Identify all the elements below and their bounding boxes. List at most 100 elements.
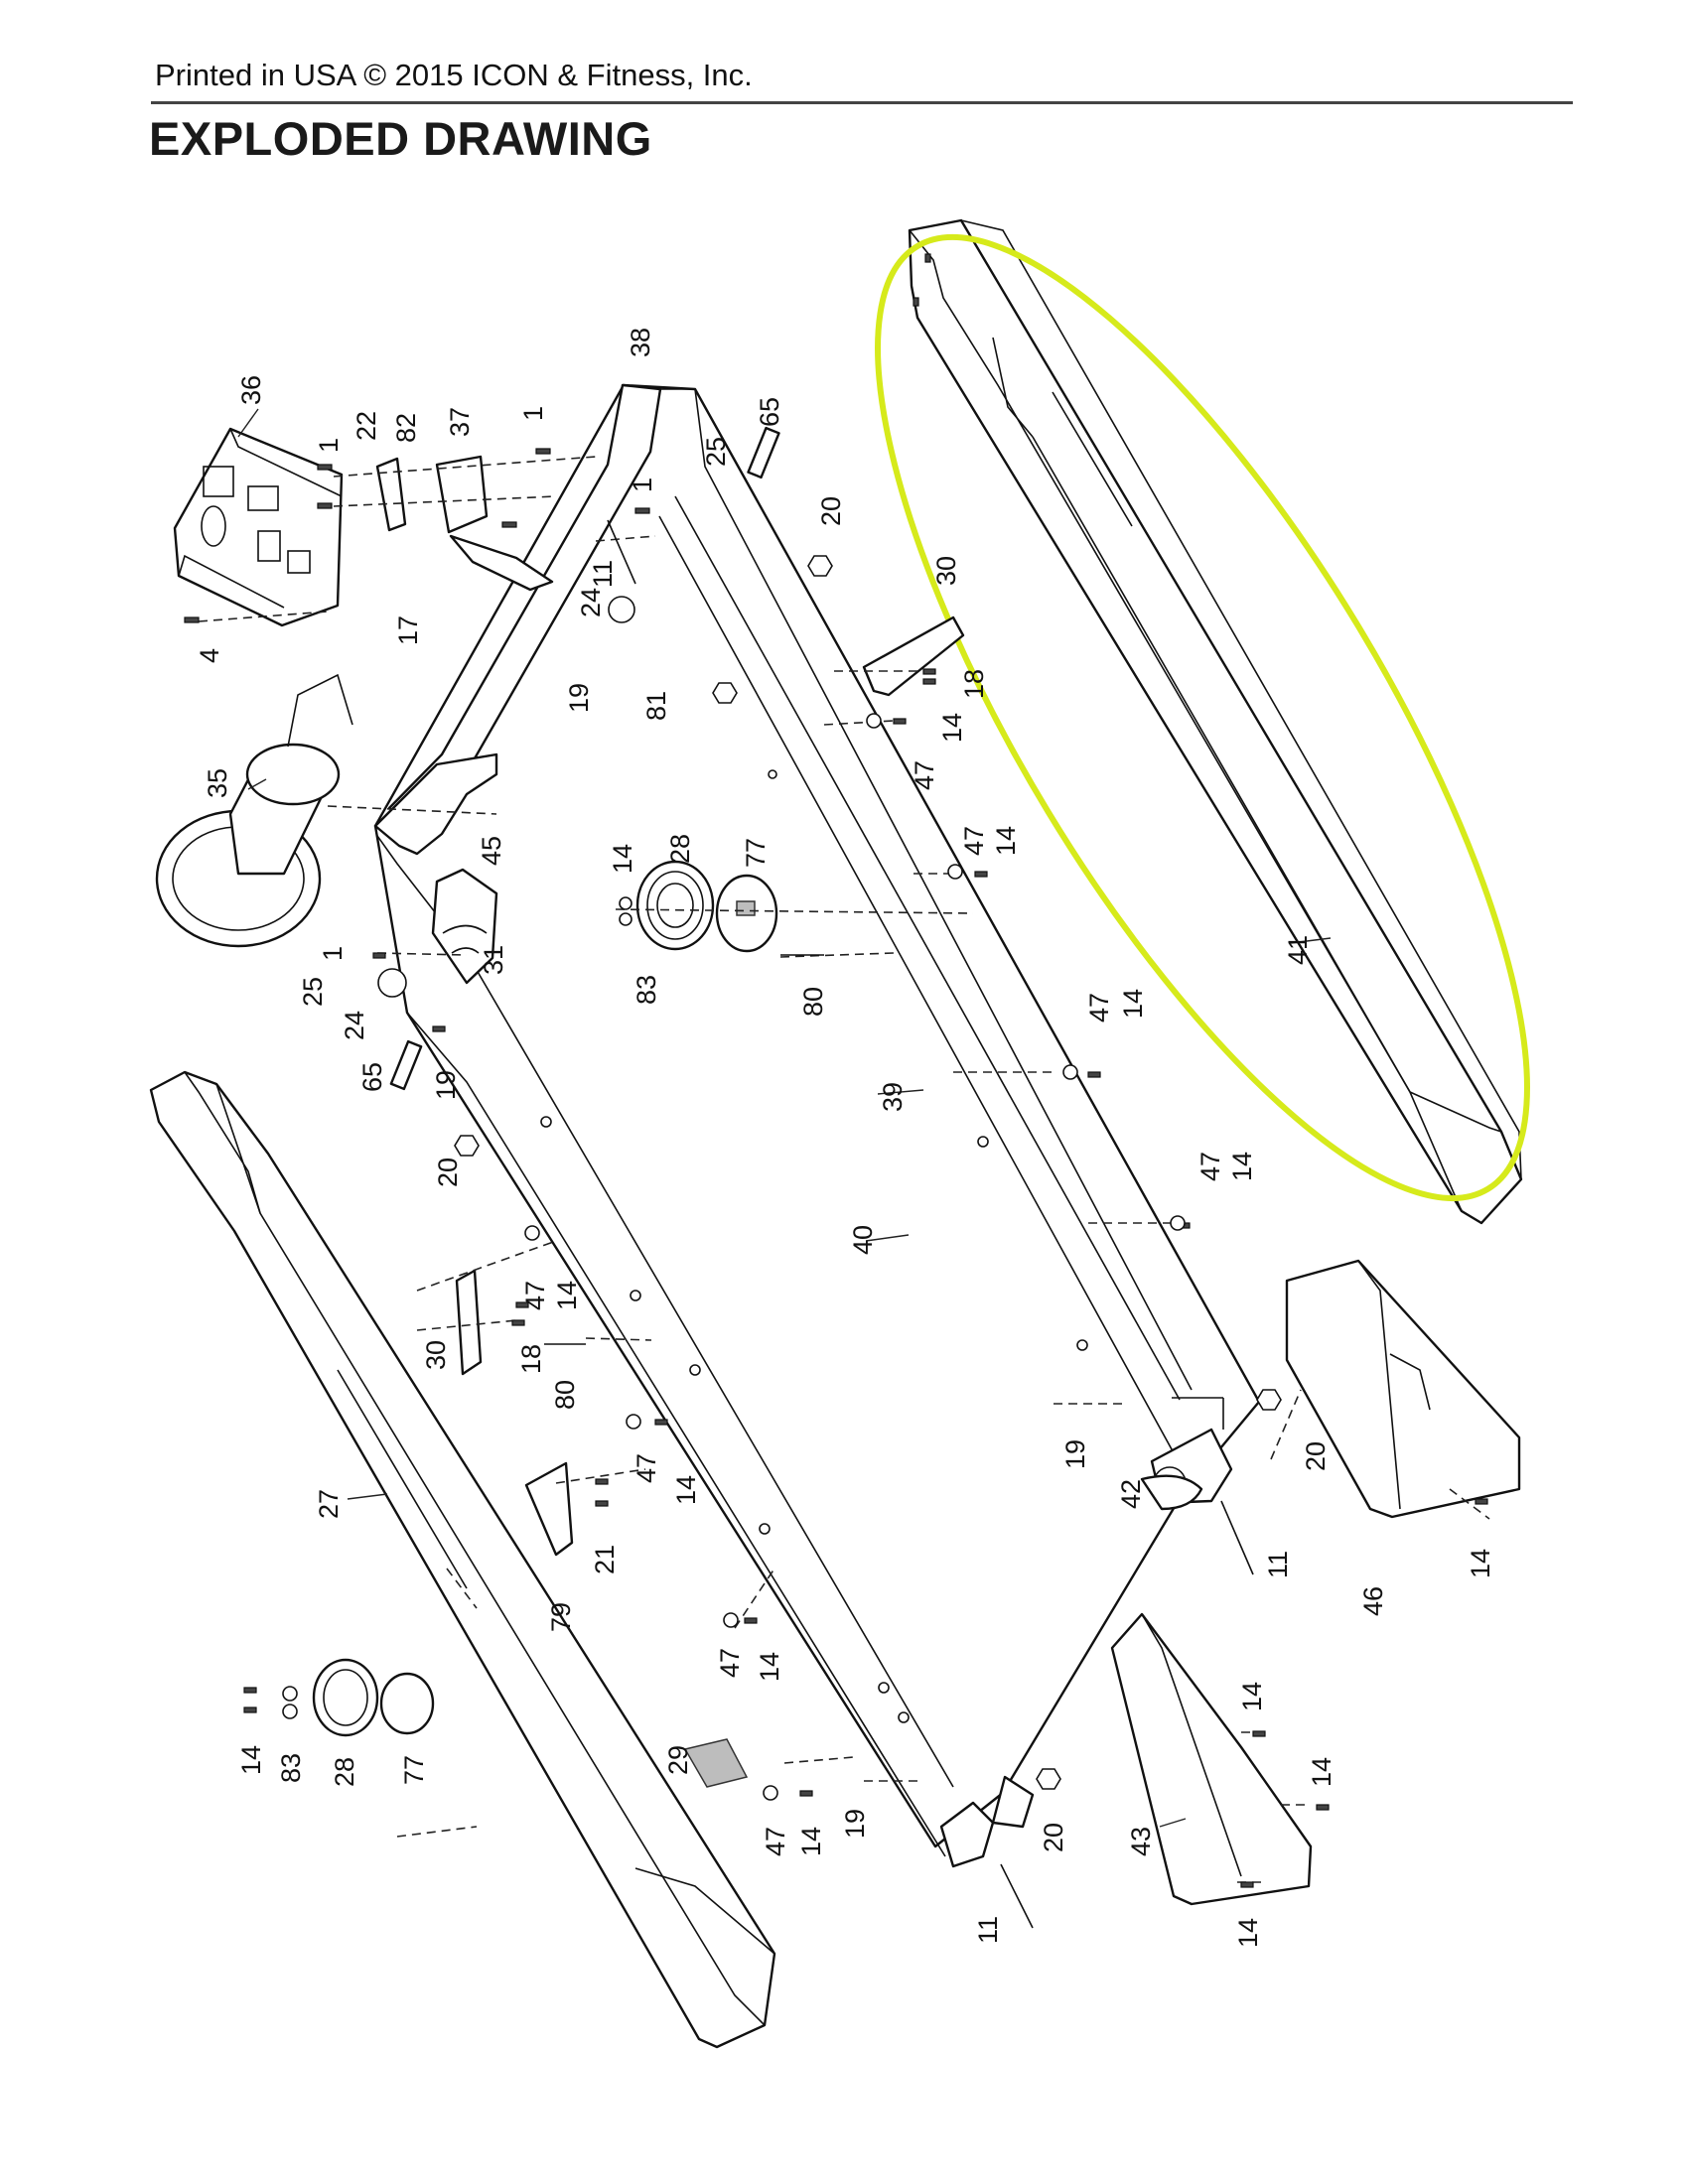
highlight-ellipse	[875, 234, 1530, 1201]
rear-end-cap-43	[1110, 1612, 1313, 1906]
label-31: 31	[479, 945, 508, 975]
hardware	[184, 426, 1490, 1929]
label-14c: 14	[608, 844, 637, 874]
controller-board-36	[173, 408, 344, 627]
label-20a: 20	[816, 496, 846, 526]
label-22: 22	[351, 411, 381, 441]
label-29: 29	[663, 1745, 693, 1775]
label-11b: 11	[1263, 1551, 1293, 1578]
bracket-79	[524, 1461, 574, 1557]
label-47f: 47	[632, 1453, 661, 1483]
label-47b: 47	[959, 826, 989, 856]
label-30a: 30	[931, 556, 961, 586]
label-14h: 14	[1466, 1549, 1495, 1578]
decal-29	[683, 1738, 749, 1788]
rear-end-cap-46	[1285, 1259, 1521, 1519]
label-80b: 80	[550, 1380, 580, 1410]
label-83a: 83	[632, 975, 661, 1005]
label-19d: 19	[840, 1809, 870, 1839]
label-82: 82	[391, 413, 421, 443]
label-21: 21	[590, 1545, 620, 1574]
right-side-rail-41	[908, 218, 1523, 1225]
label-18a: 18	[959, 669, 989, 699]
left-side-rail-27	[149, 1070, 776, 2049]
part-labels: 36 1 22 82 37 1 38 65 25 1 20 11 24 30 4…	[195, 328, 1495, 1948]
label-24a: 24	[576, 588, 606, 617]
label-46: 46	[1358, 1586, 1388, 1616]
label-65b: 65	[357, 1062, 387, 1092]
copyright-notice: Printed in USA © 2015 ICON & Fitness, In…	[155, 58, 753, 92]
label-77a: 77	[741, 838, 771, 868]
motor-hood-45	[431, 868, 498, 985]
label-27: 27	[314, 1489, 344, 1519]
bracket-30-upper	[862, 615, 965, 697]
label-36: 36	[236, 375, 266, 405]
label-77b: 77	[399, 1755, 429, 1785]
label-81: 81	[641, 691, 671, 721]
label-47e: 47	[520, 1281, 550, 1310]
label-25a: 25	[701, 437, 731, 467]
pulley-28-lower	[312, 1658, 379, 1737]
rear-pulley-28	[635, 860, 715, 951]
label-11c: 11	[973, 1916, 1003, 1944]
label-47a: 47	[910, 760, 939, 790]
label-14k: 14	[1307, 1757, 1336, 1787]
frame-assembly	[373, 383, 1261, 1868]
label-1c: 1	[628, 478, 657, 492]
mount-bracket-upper	[449, 534, 554, 592]
label-41: 41	[1283, 935, 1313, 965]
label-1a: 1	[314, 438, 344, 453]
label-14i: 14	[755, 1652, 784, 1682]
label-47g: 47	[715, 1648, 745, 1678]
label-45: 45	[477, 836, 506, 866]
label-14f: 14	[552, 1281, 582, 1310]
label-14b: 14	[991, 826, 1021, 856]
label-35: 35	[203, 768, 232, 798]
label-43: 43	[1126, 1827, 1156, 1856]
label-28b: 28	[330, 1757, 359, 1787]
label-14a: 14	[937, 713, 967, 743]
label-14g: 14	[671, 1475, 701, 1505]
rear-roller-42	[1140, 1474, 1203, 1511]
pulley-cap-77	[715, 874, 778, 953]
label-11a: 11	[588, 560, 618, 588]
label-20d: 20	[1039, 1823, 1068, 1852]
motor-35	[155, 673, 353, 948]
bracket-82	[375, 457, 407, 532]
label-1d: 1	[318, 946, 348, 961]
header-rule	[151, 101, 1573, 104]
label-19a: 19	[564, 683, 594, 713]
label-20b: 20	[433, 1158, 463, 1187]
label-14d: 14	[1118, 989, 1148, 1019]
pulley-cap-77-lower	[379, 1672, 435, 1735]
label-40: 40	[848, 1225, 878, 1255]
label-19c: 19	[1060, 1439, 1090, 1469]
label-39: 39	[878, 1082, 908, 1112]
label-18b: 18	[516, 1344, 546, 1374]
label-14l: 14	[236, 1745, 266, 1775]
bracket-30-lower	[455, 1269, 483, 1376]
label-14j: 14	[1237, 1682, 1267, 1711]
label-47d: 47	[1195, 1152, 1225, 1181]
label-28a: 28	[665, 834, 695, 864]
label-47c: 47	[1084, 993, 1114, 1023]
label-14n: 14	[1233, 1918, 1263, 1948]
label-17: 17	[393, 615, 423, 645]
label-25b: 25	[298, 977, 328, 1007]
label-24b: 24	[340, 1011, 369, 1040]
label-4: 4	[195, 648, 224, 663]
label-83b: 83	[276, 1753, 306, 1783]
label-1b: 1	[518, 406, 548, 421]
label-79: 79	[546, 1602, 576, 1632]
label-14e: 14	[1227, 1152, 1257, 1181]
label-65a: 65	[755, 397, 784, 427]
label-37: 37	[445, 407, 475, 437]
label-30b: 30	[421, 1340, 451, 1370]
label-80a: 80	[798, 987, 828, 1017]
bracket-37	[435, 455, 489, 534]
label-14m: 14	[796, 1827, 826, 1856]
label-42: 42	[1116, 1479, 1146, 1509]
label-38: 38	[626, 328, 655, 357]
label-47h: 47	[761, 1827, 790, 1856]
